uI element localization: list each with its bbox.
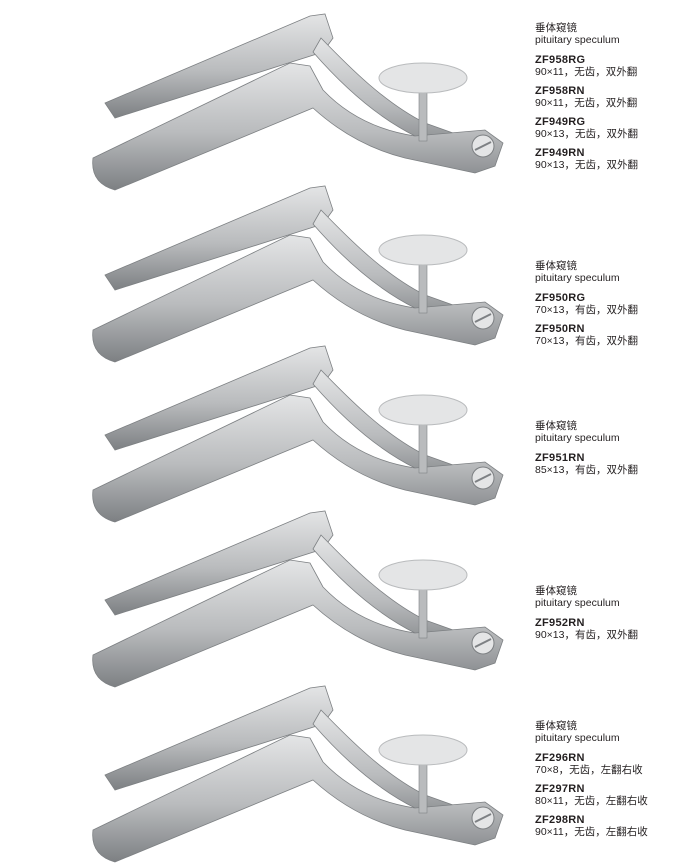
- model-code: ZF296RN: [535, 752, 585, 764]
- thumb-screw-plate: [378, 394, 468, 426]
- model-entry: ZF950RG 70×13，有齿，双外翻: [535, 292, 695, 316]
- model-code: ZF949RG: [535, 116, 586, 128]
- model-entry: ZF951RN 85×13，有齿，双外翻: [535, 452, 695, 476]
- product-latin-name: pituitary speculum: [535, 272, 620, 284]
- model-code: ZF949RN: [535, 147, 585, 159]
- thumb-screw-plate: [378, 62, 468, 94]
- model-spec: 90×13，无齿，双外翻: [535, 159, 638, 171]
- product-group-3: 垂体窥镜 pituitary speculum ZF951RN 85×13，有齿…: [535, 420, 695, 483]
- lower-handle: [92, 734, 504, 863]
- model-spec: 90×13，有齿，双外翻: [535, 629, 638, 641]
- product-title: 垂体窥镜: [535, 585, 577, 597]
- model-entry: ZF952RN 90×13，有齿，双外翻: [535, 617, 695, 641]
- model-spec: 85×13，有齿，双外翻: [535, 464, 638, 476]
- model-code: ZF297RN: [535, 783, 585, 795]
- thumb-screw-plate: [378, 234, 468, 266]
- model-entry: ZF950RN 70×13，有齿，双外翻: [535, 323, 695, 347]
- model-code: ZF951RN: [535, 452, 585, 464]
- thumb-screw-plate: [378, 559, 468, 591]
- upper-blade: [104, 185, 334, 291]
- product-group-2: 垂体窥镜 pituitary speculum ZF950RG 70×13，有齿…: [535, 260, 695, 354]
- thumb-screw-stem: [418, 757, 428, 814]
- product-group-5: 垂体窥镜 pituitary speculum ZF296RN 70×8，无齿，…: [535, 720, 695, 845]
- model-code: ZF958RG: [535, 54, 586, 66]
- thumb-screw-stem: [418, 582, 428, 639]
- model-entry: ZF958RN 90×11，无齿，双外翻: [535, 85, 695, 109]
- upper-blade: [104, 510, 334, 616]
- lower-handle: [92, 234, 504, 363]
- upper-blade: [104, 345, 334, 451]
- model-code: ZF950RN: [535, 323, 585, 335]
- model-code: ZF952RN: [535, 617, 585, 629]
- thumb-screw-stem: [418, 85, 428, 142]
- model-spec: 90×11，无齿，双外翻: [535, 66, 638, 78]
- model-spec: 70×8，无齿，左翻右收: [535, 764, 643, 776]
- thumb-screw-stem: [418, 417, 428, 474]
- speculum-illustration: [92, 13, 504, 191]
- product-group-4: 垂体窥镜 pituitary speculum ZF952RN 90×13，有齿…: [535, 585, 695, 648]
- model-entry: ZF958RG 90×11，无齿，双外翻: [535, 54, 695, 78]
- product-title: 垂体窥镜: [535, 420, 577, 432]
- product-latin-name: pituitary speculum: [535, 34, 620, 46]
- upper-blade: [104, 685, 334, 791]
- thumb-screw-stem: [418, 257, 428, 314]
- model-entry: ZF949RG 90×13，无齿，双外翻: [535, 116, 695, 140]
- model-code: ZF298RN: [535, 814, 585, 826]
- product-latin-name: pituitary speculum: [535, 432, 620, 444]
- model-spec: 90×11，无齿，左翻右收: [535, 826, 648, 838]
- model-spec: 70×13，有齿，双外翻: [535, 304, 638, 316]
- model-entry: ZF296RN 70×8，无齿，左翻右收: [535, 752, 695, 776]
- speculum-illustration: [92, 345, 504, 523]
- product-title: 垂体窥镜: [535, 22, 577, 34]
- thumb-screw-plate: [378, 734, 468, 766]
- lower-handle: [92, 394, 504, 523]
- model-spec: 70×13，有齿，双外翻: [535, 335, 638, 347]
- model-entry: ZF298RN 90×11，无齿，左翻右收: [535, 814, 695, 838]
- speculum-illustration: [92, 510, 504, 688]
- speculum-illustration: [92, 685, 504, 863]
- upper-blade: [104, 13, 334, 119]
- model-spec: 90×13，无齿，双外翻: [535, 128, 638, 140]
- product-title: 垂体窥镜: [535, 720, 577, 732]
- lower-handle: [92, 559, 504, 688]
- lower-handle: [92, 62, 504, 191]
- model-entry: ZF949RN 90×13，无齿，双外翻: [535, 147, 695, 171]
- product-group-1: 垂体窥镜 pituitary speculum ZF958RG 90×11，无齿…: [535, 22, 695, 178]
- model-code: ZF958RN: [535, 85, 585, 97]
- product-latin-name: pituitary speculum: [535, 732, 620, 744]
- model-spec: 90×11，无齿，双外翻: [535, 97, 638, 109]
- model-entry: ZF297RN 80×11，无齿，左翻右收: [535, 783, 695, 807]
- speculum-illustration: [92, 185, 504, 363]
- product-latin-name: pituitary speculum: [535, 597, 620, 609]
- product-title: 垂体窥镜: [535, 260, 577, 272]
- model-spec: 80×11，无齿，左翻右收: [535, 795, 648, 807]
- model-code: ZF950RG: [535, 292, 586, 304]
